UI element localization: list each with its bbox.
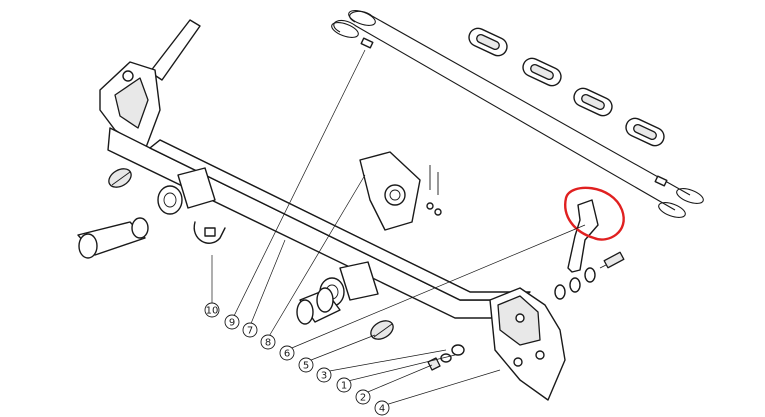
callout-2: 2 bbox=[355, 389, 371, 405]
left-side-arm bbox=[99, 19, 201, 151]
callout-10-label: 10 bbox=[206, 306, 219, 317]
socket-bracket bbox=[359, 151, 442, 231]
callout-9-label: 9 bbox=[229, 318, 235, 329]
callout-1: 1 bbox=[336, 377, 352, 393]
callout-9: 9 bbox=[224, 314, 240, 330]
callout-6-label: 6 bbox=[284, 349, 290, 360]
callout-4-label: 4 bbox=[379, 404, 385, 415]
callout-8: 8 bbox=[260, 334, 276, 350]
callout-3: 3 bbox=[316, 367, 332, 383]
callout-4: 4 bbox=[374, 400, 390, 416]
cross-beam bbox=[107, 127, 531, 319]
side-arm-bracket bbox=[567, 199, 599, 273]
side-mount-bracket bbox=[489, 287, 566, 401]
towbar-pin bbox=[296, 287, 341, 325]
safety-clip bbox=[193, 221, 226, 244]
highlight-ring bbox=[564, 186, 625, 241]
bolt-washers bbox=[554, 251, 625, 300]
tow-jaw bbox=[77, 217, 149, 259]
callout-5-label: 5 bbox=[303, 361, 309, 372]
leader-lines bbox=[211, 49, 586, 407]
r-clip bbox=[108, 168, 394, 340]
safety-cable bbox=[331, 10, 704, 218]
callout-1-label: 1 bbox=[341, 381, 347, 392]
callout-3-label: 3 bbox=[321, 371, 327, 382]
quick-link-shackles bbox=[468, 27, 665, 147]
callout-6: 6 bbox=[279, 345, 295, 361]
callout-10: 10 bbox=[204, 302, 220, 318]
callout-5: 5 bbox=[298, 357, 314, 373]
callout-7-label: 7 bbox=[247, 326, 253, 337]
callout-2-label: 2 bbox=[360, 393, 366, 404]
callout-8-label: 8 bbox=[265, 338, 271, 349]
pin-housing-left bbox=[157, 167, 216, 215]
callout-7: 7 bbox=[242, 322, 258, 338]
